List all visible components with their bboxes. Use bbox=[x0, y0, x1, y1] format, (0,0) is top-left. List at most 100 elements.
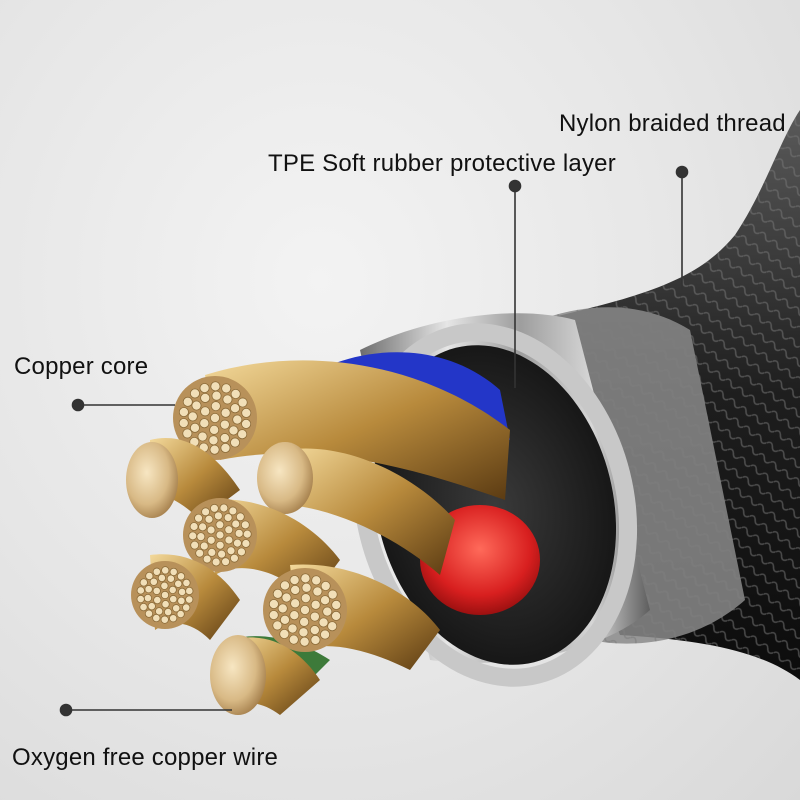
strand-end bbox=[198, 522, 207, 532]
strand-end bbox=[211, 557, 221, 567]
strand-end bbox=[272, 620, 283, 631]
strand-end bbox=[237, 397, 248, 408]
strand-end bbox=[147, 602, 156, 611]
copper-core-bundle bbox=[173, 360, 510, 500]
strand-end bbox=[189, 388, 200, 399]
strand-end bbox=[189, 422, 200, 433]
strand-end bbox=[279, 614, 290, 625]
strand-end bbox=[221, 383, 232, 394]
strand-end bbox=[207, 548, 217, 557]
strand-end bbox=[220, 442, 231, 453]
strand-end bbox=[219, 503, 229, 513]
strand-end bbox=[310, 599, 321, 610]
strand-end bbox=[311, 575, 322, 586]
strand-end bbox=[190, 540, 200, 550]
strand-end bbox=[215, 540, 225, 550]
label-oxygen-free-copper-wire: Oxygen free copper wire bbox=[12, 744, 279, 771]
strand-end bbox=[221, 557, 231, 567]
strand-end bbox=[160, 590, 170, 600]
strand-end bbox=[235, 512, 245, 522]
strand-end bbox=[242, 529, 252, 539]
strand-end bbox=[161, 566, 170, 575]
strand-end bbox=[177, 596, 186, 605]
strand-end bbox=[230, 389, 241, 400]
solid-wire-1 bbox=[257, 442, 455, 575]
strand-end bbox=[157, 573, 167, 583]
strand-end bbox=[237, 547, 246, 557]
label-nylon-braided-thread: Nylon braided thread bbox=[559, 110, 786, 137]
strand-end bbox=[290, 584, 301, 595]
strand-end bbox=[149, 577, 158, 586]
strand-end bbox=[241, 418, 252, 429]
strand-end bbox=[327, 621, 338, 632]
strand-end bbox=[281, 592, 292, 603]
strand-end bbox=[215, 520, 225, 530]
strand-end bbox=[182, 428, 193, 439]
strand-end bbox=[182, 396, 193, 407]
strand-end bbox=[309, 625, 320, 636]
strand-end bbox=[310, 634, 321, 645]
strand-end bbox=[160, 615, 169, 624]
strand-end bbox=[139, 578, 148, 587]
strand-end bbox=[202, 554, 212, 564]
strand-end bbox=[178, 407, 189, 418]
strand-end bbox=[228, 425, 239, 436]
strand-end bbox=[206, 535, 216, 545]
strand-end bbox=[289, 610, 300, 621]
strand-end bbox=[224, 525, 234, 535]
strand-end bbox=[152, 613, 161, 623]
strand-end bbox=[290, 598, 301, 609]
strand-end bbox=[188, 531, 198, 541]
strand-end bbox=[299, 636, 310, 647]
strand-end bbox=[301, 582, 312, 593]
strand-end bbox=[279, 628, 290, 639]
strand-end bbox=[155, 607, 164, 616]
strand-end bbox=[240, 520, 250, 530]
strand-end bbox=[237, 429, 248, 440]
strand-end bbox=[331, 599, 342, 610]
strand-end bbox=[143, 593, 153, 603]
strand-end bbox=[234, 528, 244, 538]
strand-end bbox=[219, 419, 230, 430]
strand-end bbox=[288, 634, 299, 645]
strand-end bbox=[268, 599, 279, 610]
strand-end bbox=[163, 607, 173, 617]
strand-end bbox=[199, 383, 210, 394]
strand-end bbox=[226, 546, 236, 556]
strand-end bbox=[153, 596, 162, 605]
strand-end bbox=[185, 586, 194, 596]
strand-bundle-4 bbox=[263, 564, 440, 670]
strand-end bbox=[215, 530, 225, 540]
strand-end bbox=[194, 513, 203, 523]
strand-end bbox=[289, 575, 300, 586]
strand-end bbox=[189, 522, 199, 531]
strand-end bbox=[177, 587, 187, 597]
strand-end bbox=[224, 535, 234, 545]
strand-end bbox=[318, 617, 329, 628]
strand-end bbox=[169, 595, 178, 604]
label-tpe-layer: TPE Soft rubber protective layer bbox=[268, 150, 616, 177]
solid-wire-3 bbox=[210, 635, 320, 715]
strand-end bbox=[185, 595, 194, 604]
strand-end bbox=[228, 506, 238, 516]
strand-end bbox=[152, 586, 161, 595]
strand-end bbox=[191, 400, 202, 411]
strand-end bbox=[178, 418, 189, 429]
strand-end bbox=[172, 604, 181, 613]
strand-end bbox=[160, 581, 169, 590]
strand-end bbox=[268, 610, 279, 621]
strand-end bbox=[298, 627, 309, 638]
strand-end bbox=[145, 571, 154, 581]
strand-end bbox=[231, 519, 241, 529]
strand-end bbox=[327, 589, 338, 600]
strand-end bbox=[210, 381, 221, 392]
strand-end bbox=[139, 603, 148, 612]
strand-end bbox=[182, 603, 191, 612]
strand-end bbox=[210, 401, 221, 412]
strand-end bbox=[233, 538, 242, 548]
strand-end bbox=[217, 549, 227, 559]
strand-end bbox=[201, 507, 211, 517]
strand-end bbox=[196, 532, 206, 542]
strand-end bbox=[277, 603, 288, 614]
